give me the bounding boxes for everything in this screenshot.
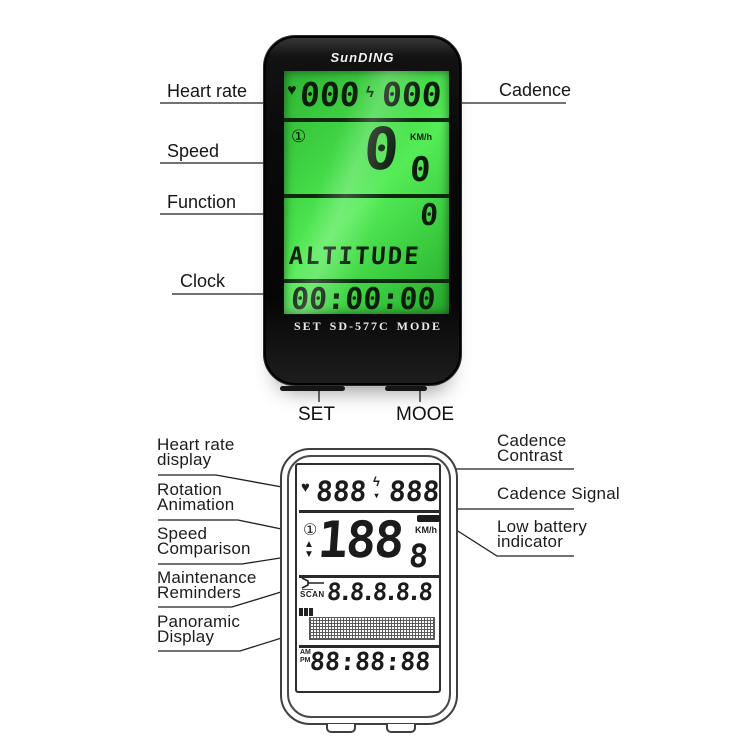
clock-value: 00:00:00 xyxy=(289,282,437,314)
diagram-divider xyxy=(299,645,439,648)
diagram-divider xyxy=(299,575,439,578)
mode-button-label: MOOE xyxy=(396,404,455,425)
lcd-divider xyxy=(284,279,449,283)
low-battery-icon xyxy=(417,515,440,522)
callout-cadence-signal: Cadence Signal xyxy=(497,484,620,503)
speed-value: 188 xyxy=(315,511,405,569)
model-number: SD-577C xyxy=(329,319,390,333)
diagram-divider xyxy=(299,510,439,513)
speed-value: 0 xyxy=(361,115,402,183)
lcd-divider xyxy=(284,118,449,122)
diagram-lcd-screen: ♥ 888 ϟ ▾ 888 KM/h ① ▲ ▼ 188 8 SCAN 8.8.… xyxy=(295,463,441,693)
scan-label: SCAN xyxy=(300,590,325,599)
speed-decimal: 8 xyxy=(407,537,430,575)
set-button xyxy=(280,386,345,391)
bezel-set-label: SET xyxy=(294,319,323,333)
heart-rate-value: 000 xyxy=(298,75,361,114)
bezel-labels: SET SD-577C MODE xyxy=(294,319,442,334)
rotation-icon: ① xyxy=(291,127,307,146)
bike-computer-device: SunDING ♥ 000 ϟ 000 ① 0 0 KM/h 0 ALTITUD… xyxy=(263,35,462,386)
segment-blocks-icon xyxy=(299,608,313,616)
callout-clock: Clock xyxy=(180,271,226,291)
pm-label: PM xyxy=(300,657,311,664)
speed-unit-label: KM/h xyxy=(410,132,432,142)
brand-logo: SunDING xyxy=(330,50,395,65)
diagram-mount-tab xyxy=(386,724,416,733)
callout-function: Function xyxy=(167,192,237,212)
bezel-mode-label: MODE xyxy=(396,319,442,333)
function-mode-label: ALTITUDE xyxy=(288,242,422,270)
lcd-divider xyxy=(284,194,449,198)
callout-speed: Speed xyxy=(167,141,220,161)
mode-button xyxy=(385,386,427,391)
set-button-label: SET xyxy=(298,404,335,425)
panoramic-display-band xyxy=(309,617,435,640)
speed-comparison-icon: ▲ ▼ xyxy=(304,539,314,560)
cadence-value: 000 xyxy=(380,75,443,114)
cadence-signal-icon: ϟ ▾ xyxy=(373,474,380,500)
function-value: 0 xyxy=(418,198,440,233)
maintenance-wrench-icon xyxy=(300,577,326,595)
heart-rate-value: 888 xyxy=(314,475,368,508)
heart-icon: ♥ xyxy=(287,82,297,99)
callout-cadence: Cadence xyxy=(499,80,572,100)
callout-heart-rate: Heart rate xyxy=(167,81,248,101)
heart-icon: ♥ xyxy=(301,479,310,496)
cadence-value: 888 xyxy=(387,475,441,508)
lcd-screen: ♥ 000 ϟ 000 ① 0 0 KM/h 0 ALTITUDE 00:00:… xyxy=(284,71,449,314)
am-label: AM xyxy=(300,649,311,656)
rotation-icon: ① xyxy=(303,522,318,539)
odometer-value: 8.8.8.8.8 xyxy=(326,578,432,606)
diagram-mount-tab xyxy=(326,724,356,733)
cadence-signal-icon: ϟ xyxy=(366,84,374,101)
clock-value: 88:88:88 xyxy=(308,647,432,676)
speed-decimal: 0 xyxy=(408,150,432,190)
speed-unit-label: KM/h xyxy=(415,525,437,535)
